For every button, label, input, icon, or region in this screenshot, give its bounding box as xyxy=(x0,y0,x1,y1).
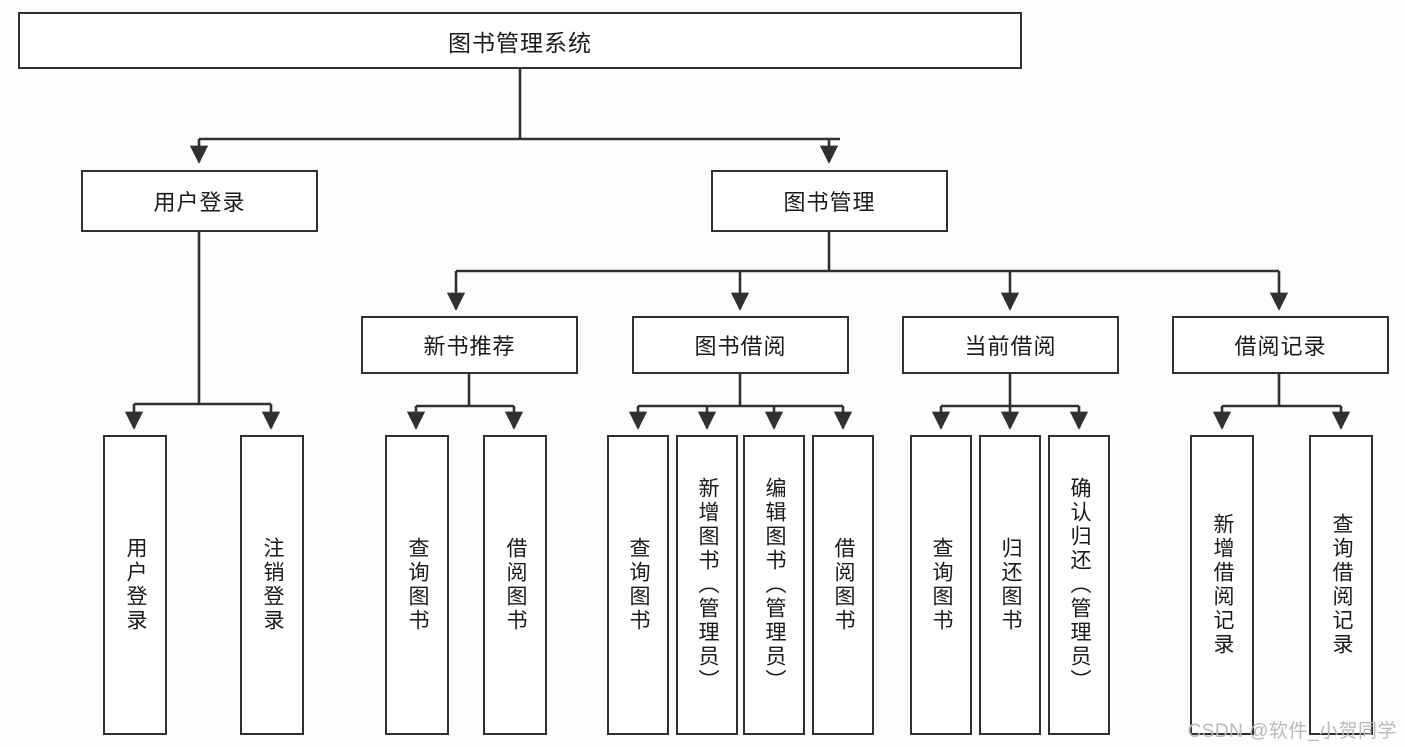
node-label: 用户登录 xyxy=(153,190,246,215)
node-label: 查询借阅记录 xyxy=(1330,513,1354,657)
leaf-new-book-query-book[interactable]: 查询图书 xyxy=(385,435,449,735)
node-label: 新书推荐 xyxy=(423,334,516,359)
csdn-watermark: CSDN @软件_小贺同学 xyxy=(1187,721,1397,742)
leaf-user-login-login[interactable]: 用户登录 xyxy=(103,435,167,735)
node-root-book-management-system[interactable]: 图书管理系统 xyxy=(18,12,1022,69)
node-new-book-recommend[interactable]: 新书推荐 xyxy=(361,316,578,374)
leaf-current-borrow-query-book[interactable]: 查询图书 xyxy=(910,435,972,735)
node-label: 借阅图书 xyxy=(832,537,856,633)
node-borrow-record[interactable]: 借阅记录 xyxy=(1172,316,1389,374)
node-label: 图书管理 xyxy=(783,190,876,215)
node-label: 新增借阅记录 xyxy=(1211,513,1235,657)
node-label: 查询图书 xyxy=(406,537,430,633)
node-book-management[interactable]: 图书管理 xyxy=(711,170,948,232)
leaf-current-borrow-return-book[interactable]: 归还图书 xyxy=(979,435,1041,735)
node-label: 借阅记录 xyxy=(1234,334,1327,359)
node-label: 借阅图书 xyxy=(504,537,528,633)
node-label: 当前借阅 xyxy=(964,334,1057,359)
node-label: 图书管理系统 xyxy=(448,29,592,56)
leaf-book-borrow-query-book[interactable]: 查询图书 xyxy=(607,435,669,735)
leaf-borrow-record-add-record[interactable]: 新增借阅记录 xyxy=(1190,435,1254,735)
node-label: 注销登录 xyxy=(261,537,285,633)
leaf-book-borrow-edit-book-admin[interactable]: 编辑图书（管理员） xyxy=(743,435,805,735)
leaf-book-borrow-add-book-admin[interactable]: 新增图书（管理员） xyxy=(676,435,738,735)
node-current-borrow[interactable]: 当前借阅 xyxy=(902,316,1119,374)
node-label: 编辑图书（管理员） xyxy=(763,477,787,693)
leaf-new-book-borrow-book[interactable]: 借阅图书 xyxy=(483,435,547,735)
node-label: 归还图书 xyxy=(999,537,1023,633)
node-label: 确认归还（管理员） xyxy=(1068,477,1092,693)
node-label: 查询图书 xyxy=(627,537,651,633)
node-label: 用户登录 xyxy=(124,537,148,633)
leaf-current-borrow-confirm-return-admin[interactable]: 确认归还（管理员） xyxy=(1048,435,1110,735)
node-label: 图书借阅 xyxy=(694,334,787,359)
node-label: 新增图书（管理员） xyxy=(696,477,720,693)
leaf-borrow-record-query-record[interactable]: 查询借阅记录 xyxy=(1309,435,1373,735)
node-label: 查询图书 xyxy=(930,537,954,633)
leaf-book-borrow-borrow-book[interactable]: 借阅图书 xyxy=(812,435,874,735)
leaf-user-login-logout[interactable]: 注销登录 xyxy=(240,435,304,735)
node-user-login[interactable]: 用户登录 xyxy=(81,170,318,232)
node-book-borrow[interactable]: 图书借阅 xyxy=(632,316,849,374)
